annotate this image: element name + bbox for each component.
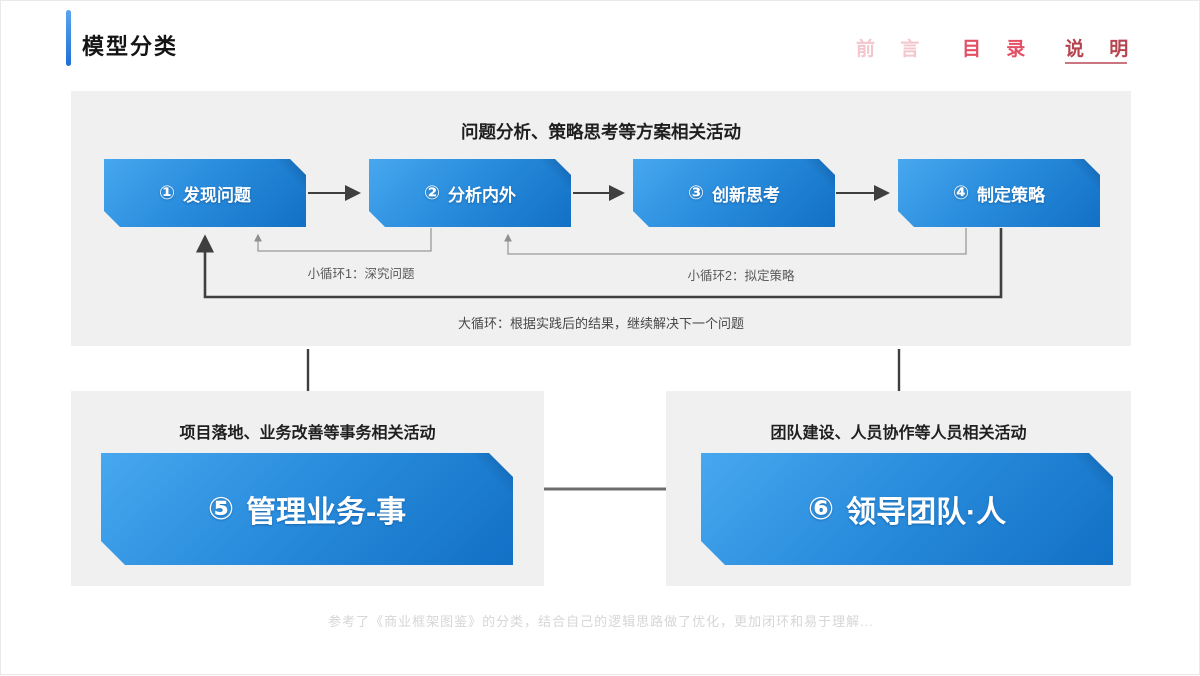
- step-number-6: ⑥: [807, 491, 835, 526]
- step-label-6: 领导团队·人: [846, 496, 1007, 529]
- step-box-analyze: ② 分析内外: [369, 159, 571, 227]
- nav-active-underline: [1065, 62, 1127, 64]
- small-loop-2-label: 小循环2：拟定策略: [687, 269, 795, 283]
- step-label-4: 制定策略: [977, 185, 1046, 205]
- title-accent-bar: [66, 10, 71, 66]
- step-label-1: 发现问题: [183, 185, 252, 205]
- big-box-lead-team: ⑥ 领导团队·人: [701, 453, 1113, 565]
- step-number-3: ③: [687, 182, 705, 204]
- nav-item-notes[interactable]: 说 明: [1065, 39, 1139, 60]
- step-box-strategy: ④ 制定策略: [898, 159, 1100, 227]
- step-number-4: ④: [952, 182, 970, 204]
- step-label-5: 管理业务-事: [246, 496, 407, 529]
- big-loop-label: 大循环：根据实践后的结果，继续解决下一个问题: [457, 316, 744, 331]
- footer-note: 参考了《商业框架图鉴》的分类，结合自己的逻辑思路做了优化，更加闭环和易于理解..…: [328, 614, 874, 629]
- panel-business-title: 项目落地、业务改善等事务相关活动: [179, 425, 436, 442]
- nav-item-contents[interactable]: 目 录: [962, 39, 1036, 60]
- step-number-5: ⑤: [207, 491, 235, 526]
- step-box-innovate: ③ 创新思考: [633, 159, 835, 227]
- page-title: 模型分类: [82, 34, 179, 59]
- nav-item-foreword[interactable]: 前 言: [856, 39, 930, 60]
- step-label-2: 分析内外: [448, 185, 517, 205]
- big-box-manage-business: ⑤ 管理业务-事: [101, 453, 513, 565]
- step-label-3: 创新思考: [712, 185, 781, 205]
- step-box-find-problem: ① 发现问题: [104, 159, 306, 227]
- step-number-2: ②: [423, 182, 441, 204]
- panel-people-title: 团队建设、人员协作等人员相关活动: [770, 425, 1027, 442]
- step-number-1: ①: [158, 182, 176, 204]
- small-loop-1-label: 小循环1：深究问题: [307, 267, 415, 281]
- panel-strategy-title: 问题分析、策略思考等方案相关活动: [461, 122, 741, 142]
